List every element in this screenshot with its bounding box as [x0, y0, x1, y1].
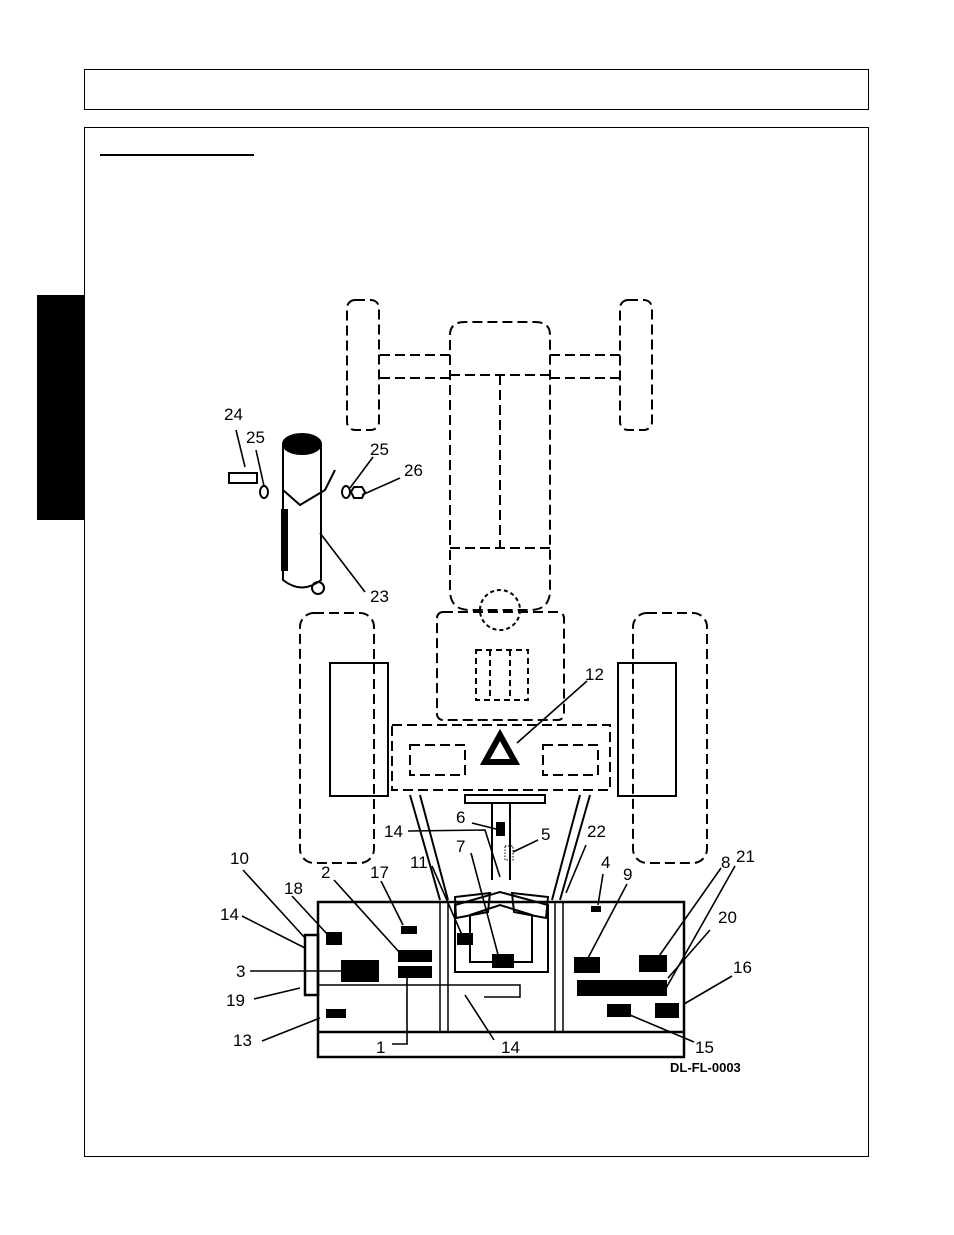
callout-6: 6	[456, 808, 465, 827]
tube-bracket	[283, 470, 335, 505]
decal-18	[326, 932, 342, 945]
callout-20: 20	[718, 908, 737, 927]
callout-19: 19	[226, 991, 245, 1010]
hitch-bar	[465, 795, 545, 803]
callout-2: 2	[321, 863, 330, 882]
callout-11: 11	[410, 853, 428, 872]
decal-16	[655, 1003, 679, 1018]
hood-lines	[450, 375, 550, 548]
callout-21: 21	[736, 847, 755, 866]
nut-icon	[351, 487, 365, 498]
callout-17: 17	[370, 863, 389, 882]
smv-emblem-icon	[485, 735, 515, 762]
decal-20	[577, 980, 667, 996]
decal-1	[398, 966, 432, 978]
decal-17	[401, 926, 417, 934]
callout-3: 3	[236, 962, 245, 981]
callout-13: 13	[233, 1031, 252, 1050]
callout-8: 8	[721, 853, 730, 872]
callout-16: 16	[733, 958, 752, 977]
decal-6	[496, 822, 505, 836]
callout-14: 14	[501, 1038, 520, 1057]
control-panel	[476, 650, 528, 700]
tube-mount-eye	[312, 582, 324, 594]
left-tire-tread	[330, 663, 388, 796]
decal-3	[341, 960, 379, 982]
tube-body	[283, 444, 321, 588]
callout-18: 18	[284, 879, 303, 898]
tube-top	[283, 434, 321, 454]
storage-tube-detail	[229, 434, 365, 594]
figure-code: DL-FL-0003	[670, 1060, 741, 1075]
callout-4: 4	[601, 853, 610, 872]
leader-lines	[236, 430, 735, 1044]
tube-decal-strip	[282, 510, 287, 570]
callout-23: 23	[370, 587, 389, 606]
deck-channel	[318, 985, 520, 997]
callout-15: 15	[695, 1038, 714, 1057]
tractor-outline	[300, 300, 707, 863]
decal-4	[591, 906, 601, 912]
callout-14: 14	[384, 822, 403, 841]
callout-7: 7	[456, 837, 465, 856]
callout-14: 14	[220, 905, 239, 924]
decal-11	[457, 933, 473, 945]
callout-25: 25	[370, 440, 389, 459]
driveline	[492, 803, 510, 880]
callout-9: 9	[623, 865, 632, 884]
decal-15	[607, 1004, 631, 1017]
decal-13	[326, 1009, 346, 1018]
decal-7	[492, 954, 514, 968]
deck-side-skid	[305, 935, 318, 995]
callout-22: 22	[587, 822, 606, 841]
washer-icon	[260, 486, 268, 498]
callout-26: 26	[404, 461, 423, 480]
decals	[326, 822, 679, 1018]
front-right-wheel	[620, 300, 652, 430]
callout-5: 5	[541, 825, 550, 844]
callout-24: 24	[224, 405, 243, 424]
pto-shaft-end	[480, 590, 520, 630]
callout-10: 10	[230, 849, 249, 868]
decal-8	[639, 955, 667, 972]
rear-left-wheel	[300, 613, 374, 863]
washer-icon	[342, 486, 350, 498]
decal-2	[398, 950, 432, 962]
callout-1: 1	[376, 1038, 385, 1057]
tractor-solid-parts	[330, 590, 676, 796]
callout-25: 25	[246, 428, 265, 447]
front-left-wheel	[347, 300, 379, 430]
rear-right-wheel	[633, 613, 707, 863]
callout-12: 12	[585, 665, 604, 684]
decal-9	[574, 957, 600, 973]
bolt-icon	[229, 473, 257, 483]
right-tire-tread	[618, 663, 676, 796]
lift-arms	[410, 795, 590, 900]
tractor-seat-area	[437, 612, 564, 720]
